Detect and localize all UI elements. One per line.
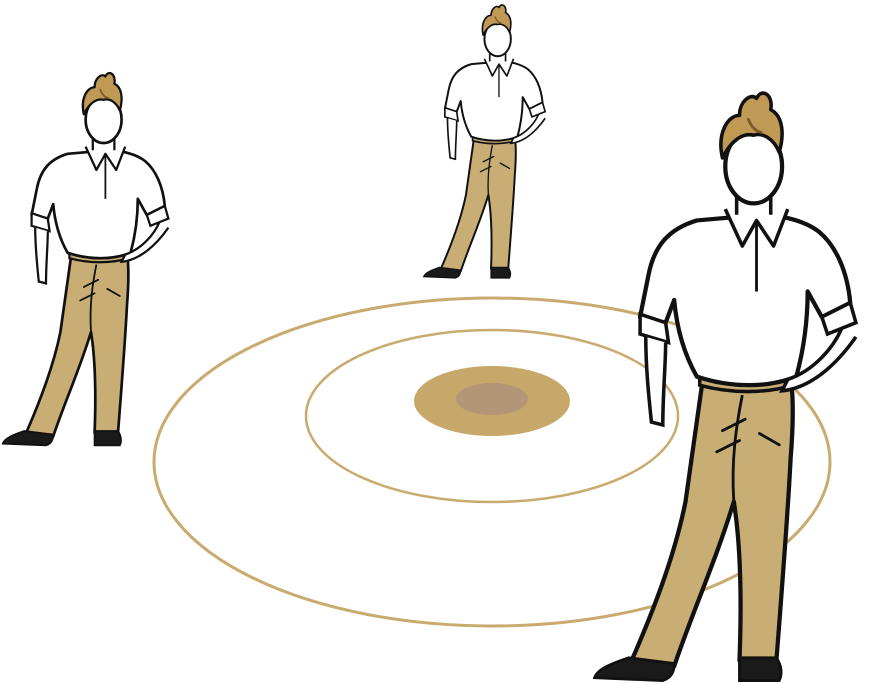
- center-core: [456, 383, 528, 415]
- standing-man-icon: [595, 93, 856, 680]
- standing-man-icon: [3, 73, 169, 445]
- standing-man-icon: [424, 5, 545, 278]
